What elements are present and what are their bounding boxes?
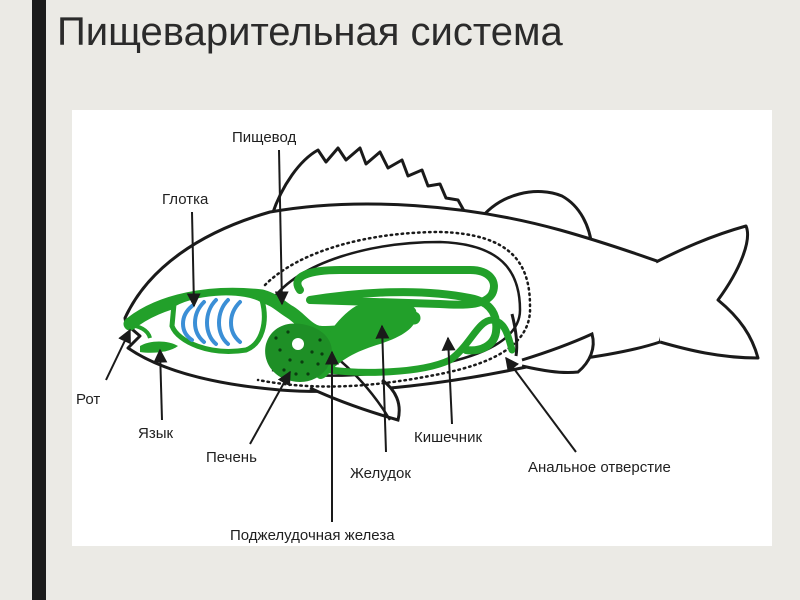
label-esophagus: Пищевод — [232, 129, 296, 146]
label-intestine: Кишечник — [414, 429, 482, 446]
label-liver: Печень — [206, 449, 257, 466]
label-anus: Анальное отверстие — [528, 459, 671, 476]
slide-title: Пищеварительная система — [57, 10, 563, 55]
label-tongue: Язык — [138, 425, 173, 442]
fish-diagram-panel: Пищевод Глотка Рот Язык Печень Желудок П… — [72, 110, 772, 546]
tail-fin — [656, 226, 758, 358]
liver-shape — [265, 323, 332, 382]
label-stomach: Желудок — [350, 465, 411, 482]
label-mouth: Рот — [76, 391, 100, 408]
label-pharynx: Глотка — [162, 191, 209, 208]
left-accent-bar — [32, 0, 46, 600]
fish-diagram: Пищевод Глотка Рот Язык Печень Желудок П… — [72, 110, 772, 546]
pointer-mouth — [106, 330, 130, 380]
label-pancreas: Поджелудочная железа — [230, 527, 395, 544]
